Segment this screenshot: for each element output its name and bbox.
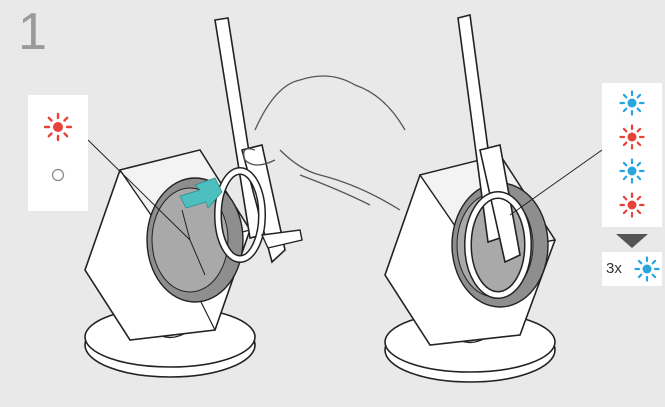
led-red-blink-icon bbox=[45, 114, 71, 140]
led-blue-blink-icon bbox=[634, 256, 660, 282]
right-callout-line bbox=[510, 150, 602, 215]
led-blue-blink-icon bbox=[621, 160, 644, 183]
left-base-station bbox=[85, 150, 255, 377]
led-red-blink-icon bbox=[621, 126, 644, 149]
led-red-blink-icon bbox=[621, 194, 644, 217]
led-sequence-icons bbox=[602, 83, 662, 227]
led-status-left-icons bbox=[28, 95, 88, 211]
result-box: 3x bbox=[602, 252, 662, 286]
led-status-left bbox=[28, 95, 88, 211]
led-blue-blink-icon bbox=[621, 92, 644, 115]
repeat-count: 3x bbox=[606, 260, 622, 277]
led-status-right bbox=[602, 83, 662, 227]
sequence-arrow-down-icon bbox=[614, 233, 650, 249]
led-off-icon bbox=[53, 170, 64, 181]
